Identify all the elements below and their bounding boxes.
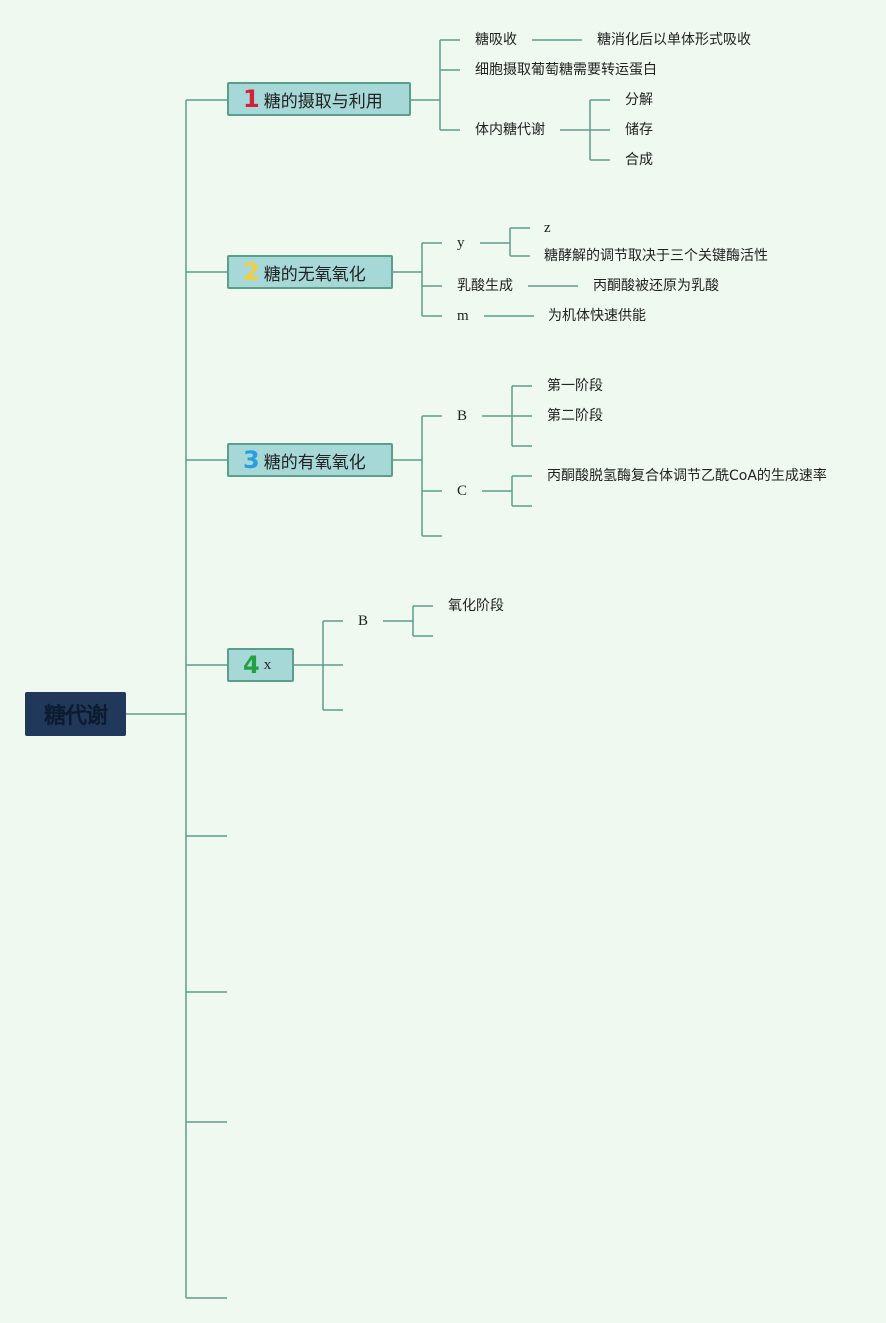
subtopic-label[interactable]: B xyxy=(358,613,369,629)
topic-label-4: x xyxy=(263,656,272,673)
topic-label-2: 糖的无氧氧化 xyxy=(263,264,366,285)
topic-label-3: 糖的有氧氧化 xyxy=(263,452,366,473)
root-node[interactable]: 糖代谢 xyxy=(25,692,126,736)
subtopic-label[interactable]: C xyxy=(457,483,468,499)
topic-number-2: 2 xyxy=(243,258,260,286)
leaf-item[interactable]: 储存 xyxy=(625,122,653,138)
subtopic-label[interactable]: 乳酸生成 xyxy=(457,278,513,294)
subtopic-label[interactable]: m xyxy=(457,308,469,324)
subtopic-label[interactable]: y xyxy=(457,235,465,251)
topic-node-2[interactable]: 2 糖的无氧氧化 xyxy=(227,255,393,289)
topic-number-3: 3 xyxy=(243,446,260,474)
subtopic-label[interactable]: 糖吸收 xyxy=(475,32,517,48)
subtopic-label[interactable]: B xyxy=(457,408,468,424)
topic-node-4[interactable]: 4 x xyxy=(227,648,294,682)
topic-label-1: 糖的摄取与利用 xyxy=(263,91,383,112)
subtopic-detail[interactable]: 为机体快速供能 xyxy=(548,308,646,324)
leaf-item[interactable]: 氧化阶段 xyxy=(448,598,504,614)
leaf-item[interactable]: 第一阶段 xyxy=(547,378,603,394)
subtopic-detail[interactable]: 糖消化后以单体形式吸收 xyxy=(597,32,751,48)
leaf-item[interactable]: 合成 xyxy=(625,152,653,168)
subtopic-detail[interactable]: 丙酮酸被还原为乳酸 xyxy=(593,278,719,294)
root-label: 糖代谢 xyxy=(43,704,108,729)
leaf-item[interactable]: z xyxy=(544,220,551,236)
topic-number-4: 4 xyxy=(243,651,260,679)
leaf-item[interactable]: 第二阶段 xyxy=(547,408,603,424)
leaf-item[interactable]: 分解 xyxy=(625,92,653,108)
subtopic-label[interactable]: 体内糖代谢 xyxy=(475,122,545,138)
leaf-item[interactable]: 丙酮酸脱氢酶复合体调节乙酰CoA的生成速率 xyxy=(547,468,827,484)
topic-node-3[interactable]: 3 糖的有氧氧化 xyxy=(227,443,393,477)
subtopic-label[interactable]: 细胞摄取葡萄糖需要转运蛋白 xyxy=(475,62,657,78)
topic-number-1: 1 xyxy=(243,85,260,113)
topic-node-1[interactable]: 1 糖的摄取与利用 xyxy=(227,82,411,116)
leaf-item[interactable]: 糖酵解的调节取决于三个关键酶活性 xyxy=(544,248,768,264)
